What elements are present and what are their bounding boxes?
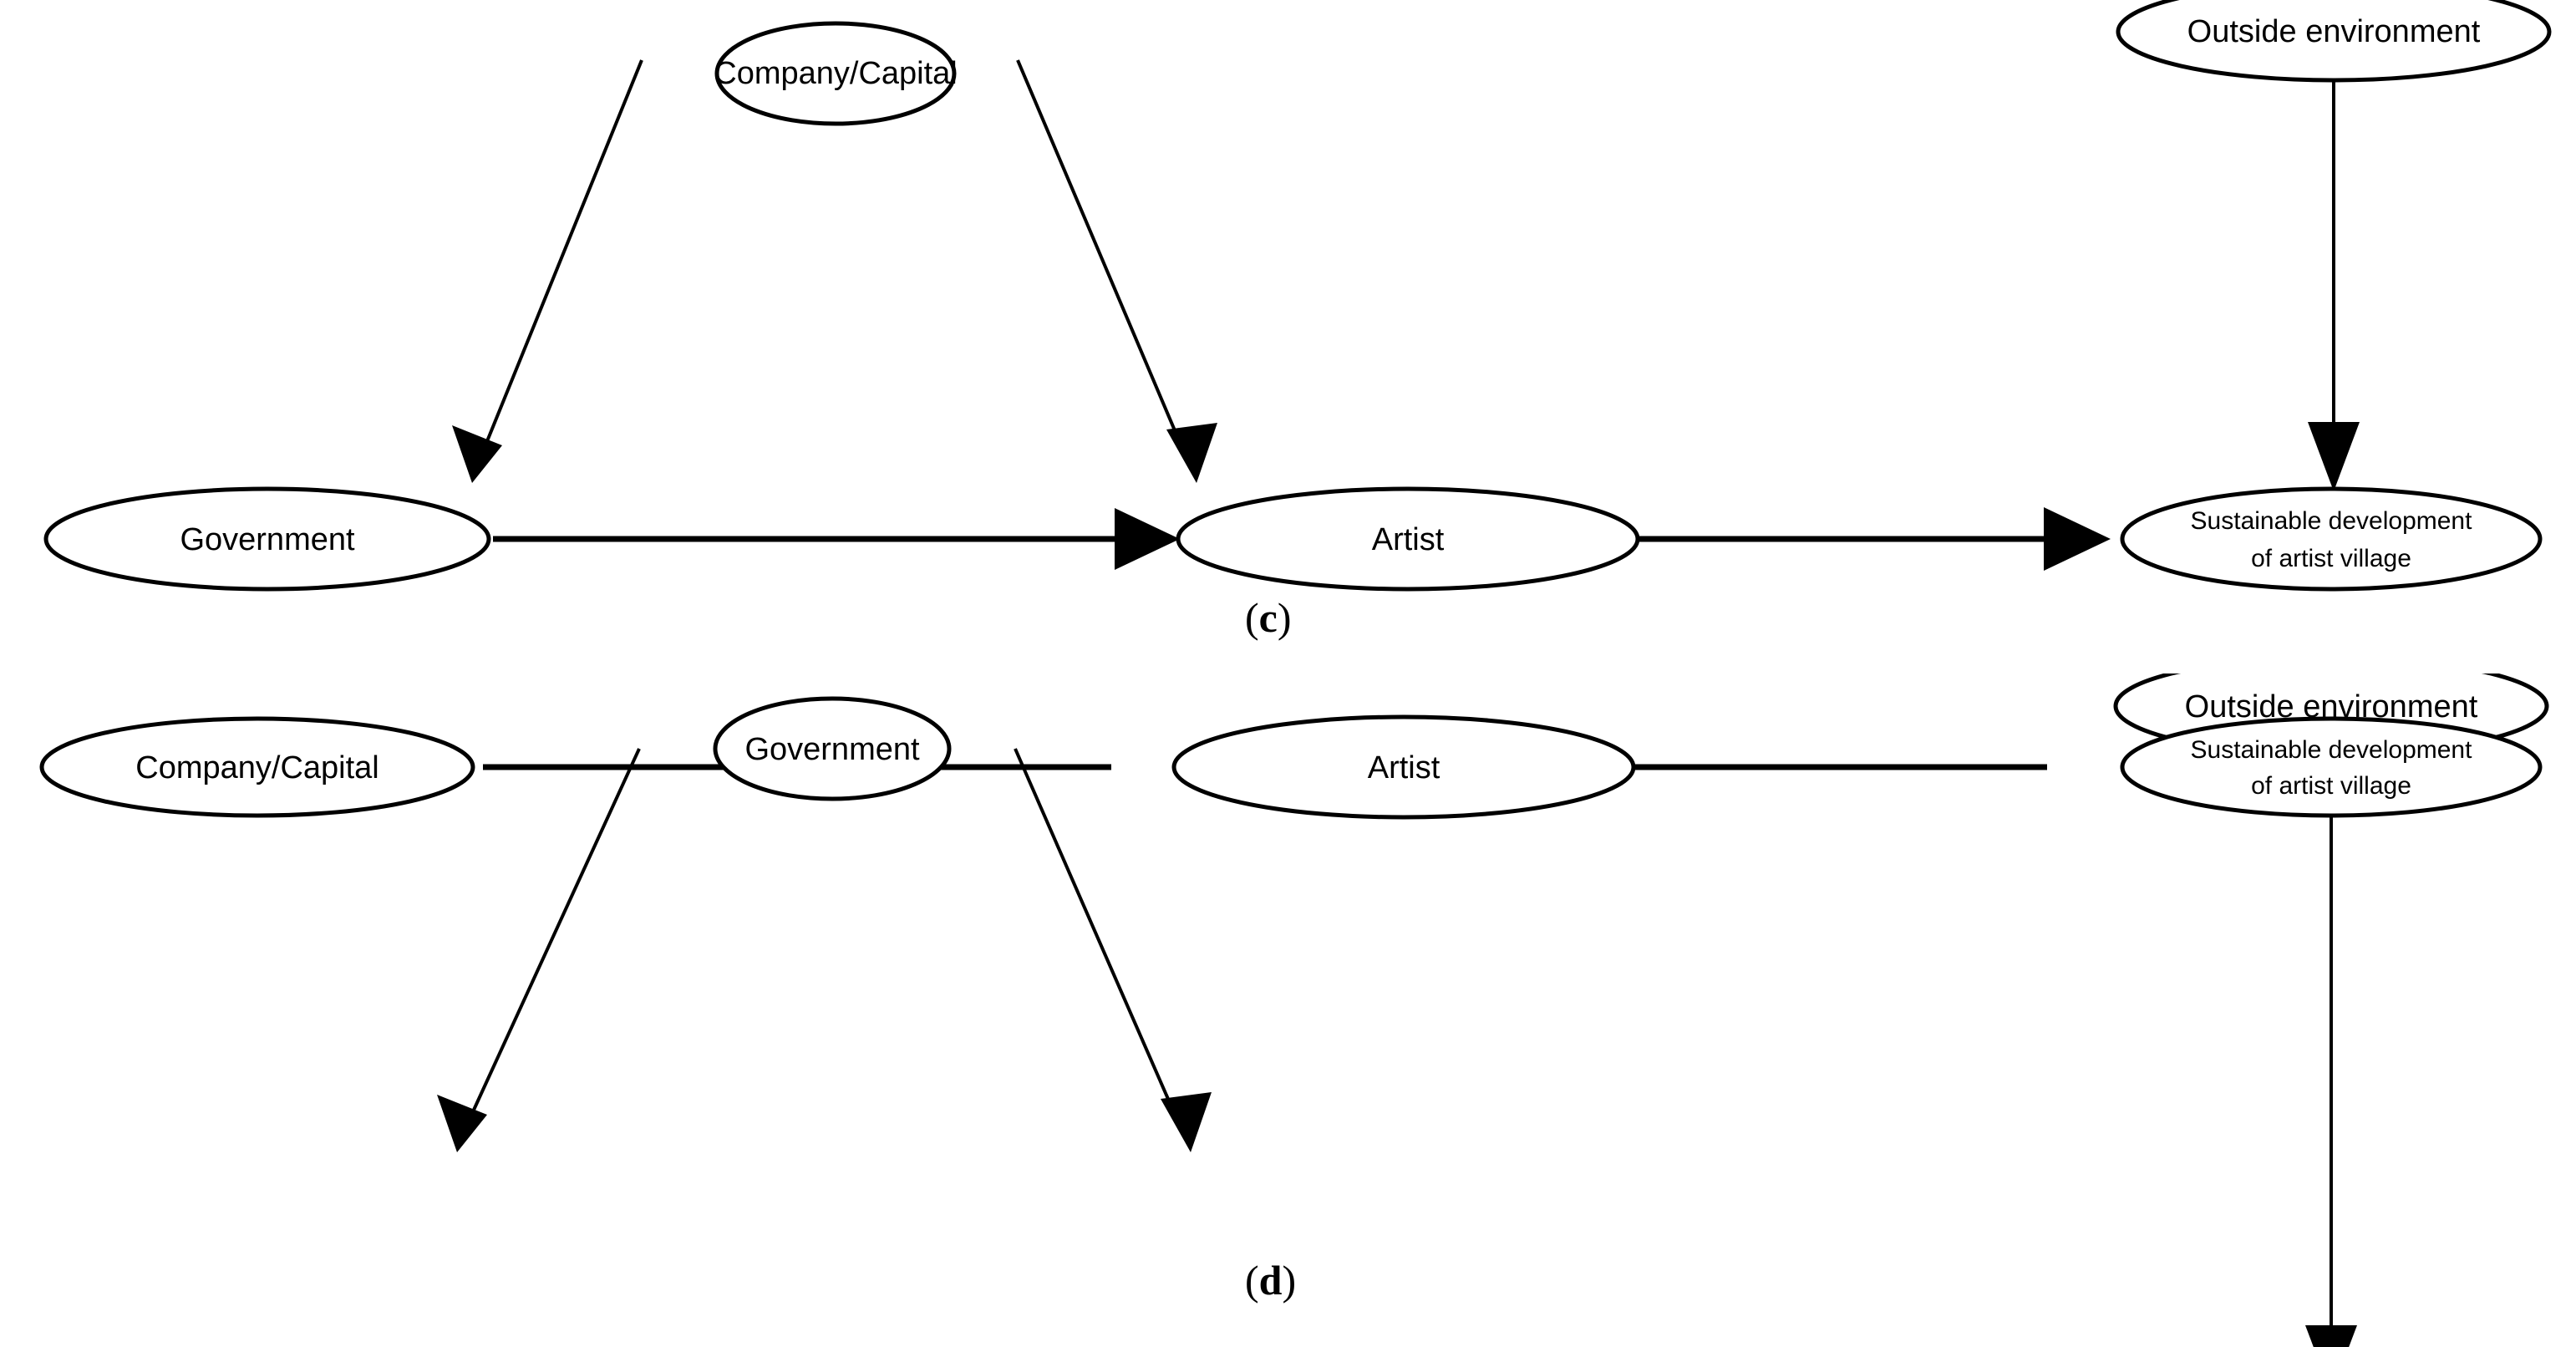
edge-line bbox=[1014, 748, 1186, 1138]
node-label-line-2: of artist village bbox=[2251, 772, 2411, 800]
node-outside-environment[interactable]: Outside environment bbox=[2116, 0, 2552, 83]
caption-open-paren: ( bbox=[1245, 594, 1259, 641]
arrow-head-icon bbox=[2308, 422, 2360, 491]
arrow-head-icon bbox=[1161, 1092, 1212, 1152]
node-label: Company/Capital bbox=[714, 56, 957, 91]
node-ellipse[interactable] bbox=[1176, 486, 1640, 592]
edge-government-to-artist bbox=[493, 508, 1180, 570]
edge-artist-to-sustainable bbox=[1633, 764, 2047, 770]
edge-company-to-artist bbox=[483, 764, 1111, 770]
arrow-head-icon bbox=[437, 1095, 487, 1152]
caption-close-paren: ) bbox=[1277, 594, 1292, 641]
node-ellipse[interactable] bbox=[2116, 0, 2552, 83]
edge-government-to-company bbox=[437, 748, 641, 1152]
panel-caption-d: (d) bbox=[1245, 1256, 1296, 1304]
node-ellipse[interactable] bbox=[39, 716, 475, 818]
edge-company-to-artist bbox=[1016, 59, 1217, 483]
node-label: Artist bbox=[1368, 750, 1440, 785]
edge-company-to-government bbox=[452, 59, 643, 483]
node-ellipse[interactable] bbox=[2120, 716, 2543, 818]
node-ellipse[interactable] bbox=[713, 696, 952, 801]
node-sustainable-development[interactable]: Sustainable development of artist villag… bbox=[2120, 716, 2543, 818]
node-company-capital[interactable]: Company/Capital bbox=[714, 21, 958, 126]
node-label: Company/Capital bbox=[135, 750, 379, 785]
node-government[interactable]: Government bbox=[713, 696, 952, 801]
panel-d-diagram: Government Company/Capital Artist Outsid… bbox=[39, 674, 2549, 1347]
node-artist[interactable]: Artist bbox=[1171, 714, 1636, 820]
node-label: Outside environment bbox=[2187, 14, 2481, 49]
edge-outside-to-sustainable bbox=[2305, 755, 2357, 1347]
edge-line bbox=[460, 748, 641, 1138]
caption-letter: c bbox=[1258, 594, 1278, 641]
panel-c: Company/Capital Government Artist Outsid… bbox=[43, 0, 2552, 642]
node-government[interactable]: Government bbox=[43, 486, 491, 592]
caption-close-paren: ) bbox=[1282, 1257, 1297, 1304]
arrow-head-icon bbox=[1115, 508, 1180, 570]
panel-c-diagram: Company/Capital Government Artist Outsid… bbox=[43, 0, 2552, 592]
node-label-line-2: of artist village bbox=[2251, 545, 2411, 572]
edge-artist-to-sustainable bbox=[1638, 507, 2111, 571]
edge-line bbox=[1016, 59, 1192, 469]
panel-caption-c: (c) bbox=[1245, 593, 1292, 642]
edge-line bbox=[475, 59, 643, 469]
node-label: Government bbox=[744, 732, 920, 767]
edge-outside-to-sustainable bbox=[2308, 79, 2360, 491]
arrow-head-icon bbox=[2305, 1325, 2357, 1347]
node-sustainable-development[interactable]: Sustainable development of artist villag… bbox=[2120, 486, 2543, 592]
arrow-head-icon bbox=[1166, 423, 1217, 483]
node-label-line-1: Sustainable development bbox=[2191, 507, 2473, 535]
node-ellipse[interactable] bbox=[714, 21, 957, 126]
caption-letter: d bbox=[1258, 1257, 1283, 1304]
arrow-head-icon bbox=[452, 425, 502, 483]
node-label-line-1: Sustainable development bbox=[2191, 736, 2473, 764]
node-label: Government bbox=[180, 522, 355, 557]
caption-open-paren: ( bbox=[1245, 1257, 1259, 1304]
node-ellipse[interactable] bbox=[43, 486, 491, 592]
node-artist[interactable]: Artist bbox=[1176, 486, 1640, 592]
node-label: Artist bbox=[1372, 522, 1445, 557]
node-company-capital[interactable]: Company/Capital bbox=[39, 716, 475, 818]
node-ellipse[interactable] bbox=[2120, 486, 2543, 592]
edge-government-to-artist bbox=[1014, 748, 1212, 1152]
arrow-head-icon bbox=[2044, 507, 2111, 571]
node-ellipse[interactable] bbox=[1171, 714, 1636, 820]
panel-d: Government Company/Capital Artist Outsid… bbox=[0, 674, 2576, 1347]
